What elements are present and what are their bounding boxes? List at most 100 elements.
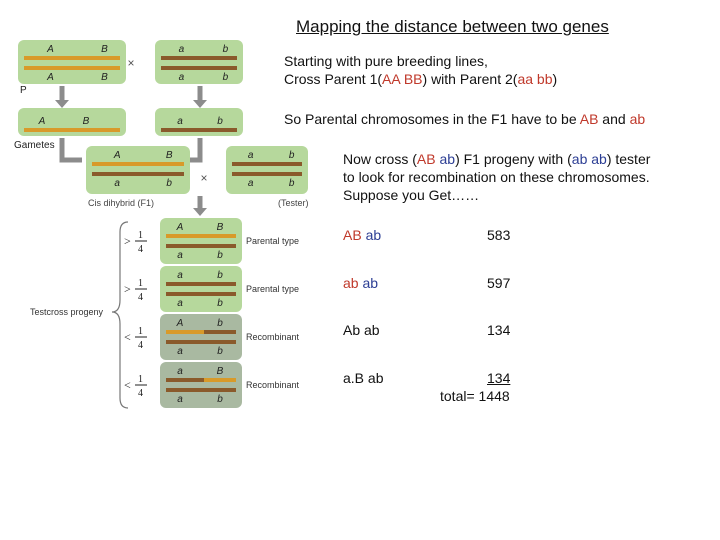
progeny-3-bottom-chromosome [166, 340, 236, 344]
progeny-2-top-allele-1: a [177, 270, 183, 281]
result-count-4: 134 [487, 369, 510, 387]
testcross-progeny-label: Testcross progeny [30, 307, 104, 317]
f1-bottom-allele-1: a [114, 178, 120, 189]
intro-line-2: Cross Parent 1(AA BB) with Parent 2(aa b… [284, 70, 557, 88]
result-row-1: AB ab [343, 226, 381, 244]
testcross-line-2: to look for recombination on these chrom… [343, 168, 650, 186]
tc-mid: ) F1 progeny with ( [455, 151, 572, 167]
tester-bottom-chromosome [232, 172, 302, 176]
progeny-3-top-chromosome-right [204, 330, 236, 334]
progeny-4-top-chromosome-left [166, 378, 204, 382]
tester-top-chromosome [232, 162, 302, 166]
result-genotype-a: ab [343, 275, 359, 291]
parent1-genotype: AA BB [382, 71, 422, 87]
intro-line-1: Starting with pure breeding lines, [284, 52, 488, 70]
f1-bottom-chromosome [92, 172, 184, 176]
gamete2-allele-2: b [217, 116, 223, 127]
progeny-1-top-allele-1: A [176, 222, 184, 233]
arrow-parent1-gamete-head [55, 100, 69, 108]
progeny-4-freq-den: 4 [138, 388, 143, 399]
progeny-3-top-allele-2: b [217, 318, 223, 329]
progeny-2-bottom-allele-1: a [177, 298, 183, 309]
tester-top-allele-1: a [248, 150, 254, 161]
f1-label: Cis dihybrid (F1) [88, 198, 154, 208]
parent2-bottom-allele-2: b [223, 72, 229, 83]
progeny-3-freq-num: 1 [138, 326, 143, 337]
f1-top-allele-2: B [166, 150, 173, 161]
parent1-bottom-chromosome [24, 66, 120, 70]
progeny-3-top-allele-1: A [176, 318, 184, 329]
page-title: Mapping the distance between two genes [296, 18, 609, 36]
parent2-top-allele-1: a [179, 44, 185, 55]
parent1-top-allele-2: B [101, 44, 108, 55]
progeny-1-box [160, 218, 242, 264]
progeny-2-bottom-allele-2: b [217, 298, 223, 309]
f1-prefix: So Parental chromosomes in the F1 have t… [284, 111, 580, 127]
progeny-1-bottom-allele-2: b [217, 250, 223, 261]
tester-label: (Tester) [278, 198, 309, 208]
tester-bottom-allele-2: b [289, 178, 295, 189]
progeny-2-freq-sign: > [124, 282, 131, 296]
progeny-4-bottom-allele-1: a [177, 394, 183, 405]
arrow-gamete1-f1 [62, 138, 82, 160]
tester-top-allele-2: b [289, 150, 295, 161]
parent1-bottom-allele-2: B [101, 72, 108, 83]
tc-suffix: ) tester [607, 151, 651, 167]
tc-prefix: Now cross ( [343, 151, 417, 167]
total-value: 1448 [479, 388, 510, 404]
result-count-3: 134 [487, 321, 510, 339]
intro-mid: ) with Parent 2( [423, 71, 518, 87]
cross-symbol-2: × [200, 171, 207, 185]
f1-and: and [598, 111, 629, 127]
progeny-2-top-chromosome [166, 282, 236, 286]
gamete1-chromosome [24, 128, 120, 132]
result-row-4: a.B ab [343, 369, 383, 387]
parent2-genotype: aa bb [517, 71, 552, 87]
gamete2-chromosome [161, 128, 237, 132]
progeny-4-top-allele-2: B [217, 366, 224, 377]
parent2-top-chromosome [161, 56, 237, 60]
result-row-3: Ab ab [343, 321, 380, 339]
tc-ab: ab [439, 151, 455, 167]
progeny-1-top-chromosome [166, 234, 236, 238]
tc-tester-genotype: ab ab [572, 151, 607, 167]
f1-top-chromosome [92, 162, 184, 166]
progeny-1-freq-den: 4 [138, 244, 143, 255]
gamete2-allele-1: a [177, 116, 183, 127]
tester-bottom-allele-1: a [248, 178, 254, 189]
result-genotype-b: ab [366, 227, 382, 243]
progeny-1-top-allele-2: B [217, 222, 224, 233]
progeny-1-type-label: Parental type [246, 236, 299, 246]
progeny-4-type-label: Recombinant [246, 380, 300, 390]
arrow-testcross-head [193, 208, 207, 216]
progeny-2-type-label: Parental type [246, 284, 299, 294]
result-genotype-b: ab [362, 275, 378, 291]
progeny-2-freq-num: 1 [138, 278, 143, 289]
total-row: total= 1448 [440, 387, 510, 405]
tester-box [226, 146, 308, 194]
progeny-3-freq-sign: < [124, 330, 131, 344]
progeny-2-bottom-chromosome [166, 292, 236, 296]
progeny-4-top-chromosome-right [204, 378, 236, 382]
intro-suffix: ) [553, 71, 558, 87]
gametes-label: Gametes [14, 140, 55, 151]
f1-bottom-allele-2: b [166, 178, 172, 189]
parent2-bottom-allele-1: a [179, 72, 185, 83]
result-genotype-b: ab [364, 322, 380, 338]
result-genotype-a: Ab [343, 322, 360, 338]
gamete1-allele-1: A [38, 116, 46, 127]
result-row-2: ab ab [343, 274, 378, 292]
testcross-line-3: Suppose you Get…… [343, 186, 479, 204]
progeny-1-bottom-chromosome [166, 244, 236, 248]
progeny-2-freq-den: 4 [138, 292, 143, 303]
cross-symbol-1: × [127, 56, 134, 70]
parent2-top-allele-2: b [223, 44, 229, 55]
tc-AB: AB [417, 151, 436, 167]
progeny-1-freq-num: 1 [138, 230, 143, 241]
progeny-3-freq-den: 4 [138, 340, 143, 351]
progeny-1-freq-sign: > [124, 234, 131, 248]
result-count-1: 583 [487, 226, 510, 244]
result-genotype-a: AB [343, 227, 362, 243]
result-genotype-a: a.B [343, 370, 364, 386]
f1-box [86, 146, 190, 194]
